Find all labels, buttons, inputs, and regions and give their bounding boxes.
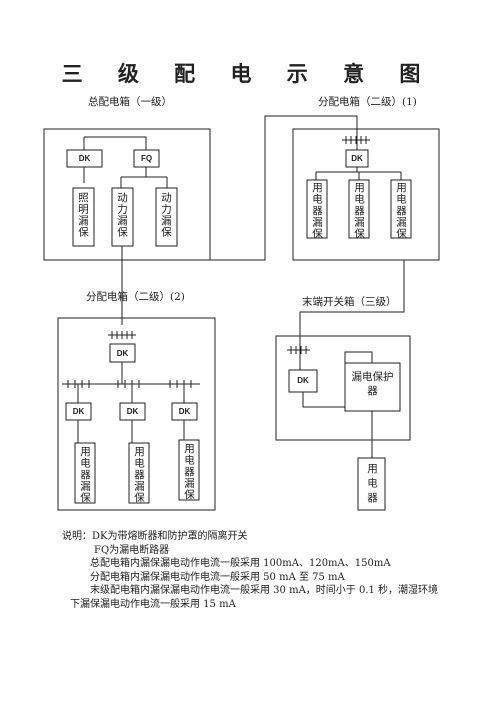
end-box-label: 末端开关箱（三级） (302, 296, 397, 308)
sub2-branch-2: 用电器漏保 (133, 446, 145, 504)
sub2-dk-label: DK (116, 349, 129, 358)
sub1-dk-label: DK (351, 154, 363, 163)
sub2-branch-1: 用电器漏保 (79, 446, 91, 504)
sub1-branch-2: 用电器漏保 (353, 182, 365, 240)
sub-box-2-label: 分配电箱（二级）(2) (86, 291, 185, 303)
sub-box-1-label: 分配电箱（二级）(1) (318, 96, 417, 108)
sub2-dk-3-label: DK (178, 407, 191, 416)
sub2-dk-1-label: DK (72, 407, 85, 416)
main-branch-2: 动力漏保 (116, 192, 128, 238)
note-line-1: 说明：DK为带熔断器和防护罩的隔离开关 (62, 531, 248, 542)
leakage-protector-label: 漏电保护器 (351, 371, 394, 397)
main-box-label: 总配电箱（一级） (88, 96, 172, 108)
main-box-frame (43, 128, 211, 261)
sub-box-1-frame (292, 128, 440, 261)
appliance-label: 用电器 (366, 463, 378, 507)
notes-block: 说明：DK为带熔断器和防护罩的隔离开关 FQ为漏电断路器 总配电箱内漏保漏电动作… (62, 530, 438, 612)
end-box-frame (275, 335, 411, 441)
main-branch-1: 照明漏保 (77, 192, 89, 238)
page-title: 三 级 配 电 示 意 图 (61, 61, 435, 86)
main-fq-label: FQ (140, 154, 153, 163)
main-dk-label: DK (78, 154, 91, 163)
sub-box-2-frame (57, 317, 216, 511)
main-branch-3: 动力漏保 (160, 192, 172, 238)
sub1-branch-3: 用电器漏保 (395, 182, 407, 240)
sub1-branch-1: 用电器漏保 (311, 182, 323, 240)
end-dk-label: DK (297, 376, 309, 385)
sub2-dk-2-label: DK (126, 407, 139, 416)
appliance-box (357, 457, 386, 511)
note-line-3: 总配电箱内漏保漏电动作电流一般采用 100mA、120mA、150mA (90, 558, 391, 570)
note-line-2: FQ为漏电断路器 (94, 544, 170, 556)
note-line-4: 分配电箱内漏保漏电动作电流一般采用 50 mA 至 75 mA (90, 571, 345, 583)
note-line-5: 末级配电箱内漏保漏电动作电流一般采用 30 mA，时间小于 0.1 秒，潮湿环境 (90, 585, 439, 597)
sub2-branch-3: 用电器漏保 (183, 443, 195, 501)
note-line-6: 下漏保漏电动作电流一般采用 15 mA (70, 598, 236, 610)
